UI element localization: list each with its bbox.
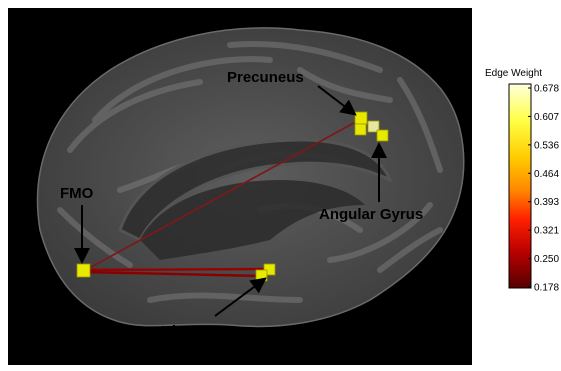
colorbar-gradient <box>509 84 531 288</box>
label-hipp: Hipp. <box>161 323 199 340</box>
node-fmo <box>77 264 90 277</box>
colorbar-tick-label: 0.393 <box>534 197 559 208</box>
colorbar-tick-label: 0.178 <box>534 283 559 294</box>
colorbar-ticks: 0.678 0.607 0.536 0.464 0.393 0.321 0.250 0.178 <box>528 84 559 294</box>
node-precuneus-top <box>355 112 367 124</box>
colorbar-tick-label: 0.607 <box>534 112 559 123</box>
node-hipp-left <box>256 270 267 281</box>
label-angular-gyrus: Angular Gyrus <box>319 206 423 223</box>
label-precuneus: Precuneus <box>227 69 304 86</box>
colorbar-title: Edge Weight <box>485 68 542 79</box>
node-angular-gyrus <box>377 130 388 141</box>
colorbar-tick-label: 0.250 <box>534 254 559 265</box>
colorbar-tick-label: 0.321 <box>534 226 559 237</box>
label-fmo: FMO <box>60 185 94 202</box>
edge-fmo-hipp-a <box>84 269 267 270</box>
node-precuneus-bottom <box>355 124 366 135</box>
colorbar-tick-label: 0.464 <box>534 169 559 180</box>
colorbar-tick-label: 0.678 <box>534 84 559 95</box>
colorbar-tick-label: 0.536 <box>534 140 559 151</box>
colorbar: Edge Weight 0.678 0.607 0.536 0.464 0.393 0.3… <box>485 68 559 294</box>
